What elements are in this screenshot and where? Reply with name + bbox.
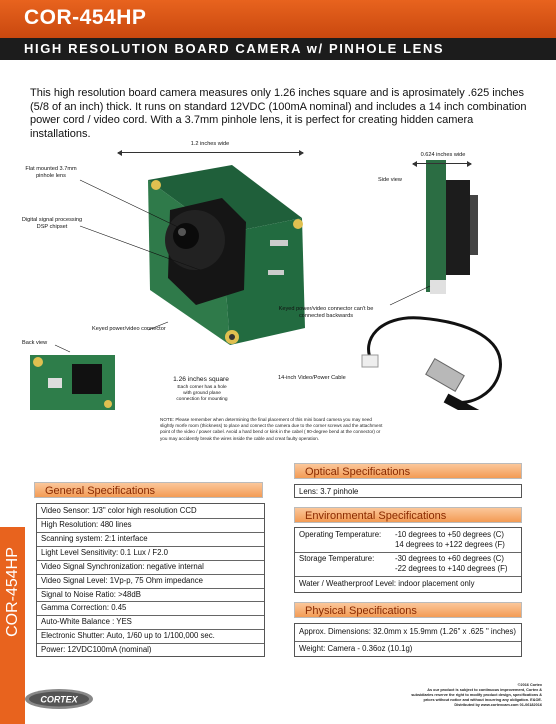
- storage-temp-label: Storage Temperature:: [295, 552, 521, 565]
- environmental-spec-header: Environmental Specifications: [294, 507, 522, 523]
- spec-row: Light Level Sensitivity: 0.1 Lux / F2.0: [37, 546, 264, 559]
- keyed-note-label: Keyed power/video connector can't be con…: [278, 306, 374, 319]
- lens-spec-row: Lens: 3.7 pinhole: [299, 487, 359, 496]
- cable-image: [361, 316, 502, 410]
- width-dimension-arrow: [117, 150, 304, 156]
- storage-temp-f: -22 degrees to +140 degrees (F): [395, 564, 508, 573]
- cable-label: 14-inch Video/Power Cable: [278, 375, 346, 381]
- board-camera-image: [148, 165, 305, 345]
- keyed-connector-label: Keyed power/video connector: [92, 326, 166, 332]
- square-note: Each corner has a hole with ground plane…: [176, 385, 228, 402]
- square-title: 1.26 inches square: [173, 376, 229, 383]
- operating-temp-label: Operating Temperature:: [299, 530, 382, 539]
- width-label: 1.2 inches wide: [190, 141, 230, 147]
- dsp-label: Digital signal processing DSP chipset: [21, 217, 83, 230]
- back-view-label: Back view: [22, 340, 48, 346]
- spec-row: Signal to Noise Ratio: >48dB: [37, 588, 264, 601]
- product-diagram: [30, 160, 502, 410]
- side-view-label: Side view: [378, 177, 402, 183]
- footer-line: prices without notice and without incurr…: [423, 698, 542, 702]
- operating-temp-c: -10 degrees to +50 degrees (C): [395, 530, 505, 539]
- back-view-image: [30, 355, 115, 410]
- operating-temp-f: 14 degrees to +122 degrees (F): [395, 540, 505, 549]
- general-spec-header: General Specifications: [34, 482, 263, 498]
- side-width-label: 0.624 inches wide: [420, 152, 466, 158]
- spec-row: Auto-White Balance : YES: [37, 615, 264, 628]
- spec-row: Video Sensor: 1/3" color high resolution…: [41, 506, 197, 515]
- environmental-spec-box: Operating Temperature: -10 degrees to +5…: [294, 527, 522, 593]
- spec-row: Electronic Shutter: Auto, 1/60 up to 1/1…: [37, 629, 264, 642]
- side-width-arrow: [412, 161, 472, 167]
- cortex-logo: CORTEX: [25, 689, 93, 709]
- installation-note: NOTE: Please remember when determining t…: [160, 417, 383, 441]
- spec-row: Video Signal Synchronization: negative i…: [37, 560, 264, 573]
- spec-row: High Resolution: 480 lines: [37, 518, 264, 531]
- header-banner: COR-454HP: [0, 0, 556, 38]
- footer-line: subsidiaries reserve the right to modify…: [411, 693, 542, 697]
- weight-row: Weight: Camera - 0.36oz (10.1g): [295, 641, 521, 656]
- optical-spec-box: Lens: 3.7 pinhole: [294, 484, 522, 498]
- physical-spec-box: Approx. Dimensions: 32.0mm x 15.9mm (1.2…: [294, 623, 522, 657]
- footer-line: As our product is subject to continuous …: [427, 688, 542, 692]
- spec-row: Gamma Correction: 0.45: [37, 601, 264, 614]
- spec-row: Scanning system: 2:1 interface: [37, 532, 264, 545]
- footer-line: Distributed by www.cortexcam.com 01-0618…: [454, 703, 542, 707]
- logo-text: CORTEX: [40, 695, 78, 705]
- intro-paragraph: This high resolution board camera measur…: [30, 87, 527, 140]
- optical-spec-header: Optical Specifications: [294, 463, 522, 479]
- footer-line: ©2016 Cortex: [517, 683, 542, 687]
- storage-temp-c: -30 degrees to +60 degrees (C): [395, 554, 505, 563]
- product-subtitle: HIGH RESOLUTION BOARD CAMERA w/ PINHOLE …: [24, 41, 445, 56]
- dimensions-row: Approx. Dimensions: 32.0mm x 15.9mm (1.2…: [299, 627, 517, 636]
- spec-row: Video Signal Level: 1Vp-p, 75 Ohm impeda…: [37, 574, 264, 587]
- side-view-image: [426, 160, 478, 294]
- side-model-text: COR-454HP: [4, 547, 21, 637]
- model-title: COR-454HP: [24, 6, 147, 29]
- general-spec-box: Video Sensor: 1/3" color high resolution…: [36, 503, 265, 657]
- water-level-row: Water / Weatherproof Level: indoor place…: [295, 576, 521, 591]
- side-model-tab: [0, 527, 25, 724]
- lens-label: Flat mounted 3.7mm pinhole lens: [25, 166, 77, 179]
- physical-spec-header: Physical Specifications: [294, 602, 522, 618]
- footer-legal: ©2016 Cortex As our product is subject t…: [322, 683, 542, 708]
- subtitle-bar: HIGH RESOLUTION BOARD CAMERA w/ PINHOLE …: [0, 38, 556, 60]
- spec-row: Power: 12VDC100mA (nominal): [37, 643, 264, 656]
